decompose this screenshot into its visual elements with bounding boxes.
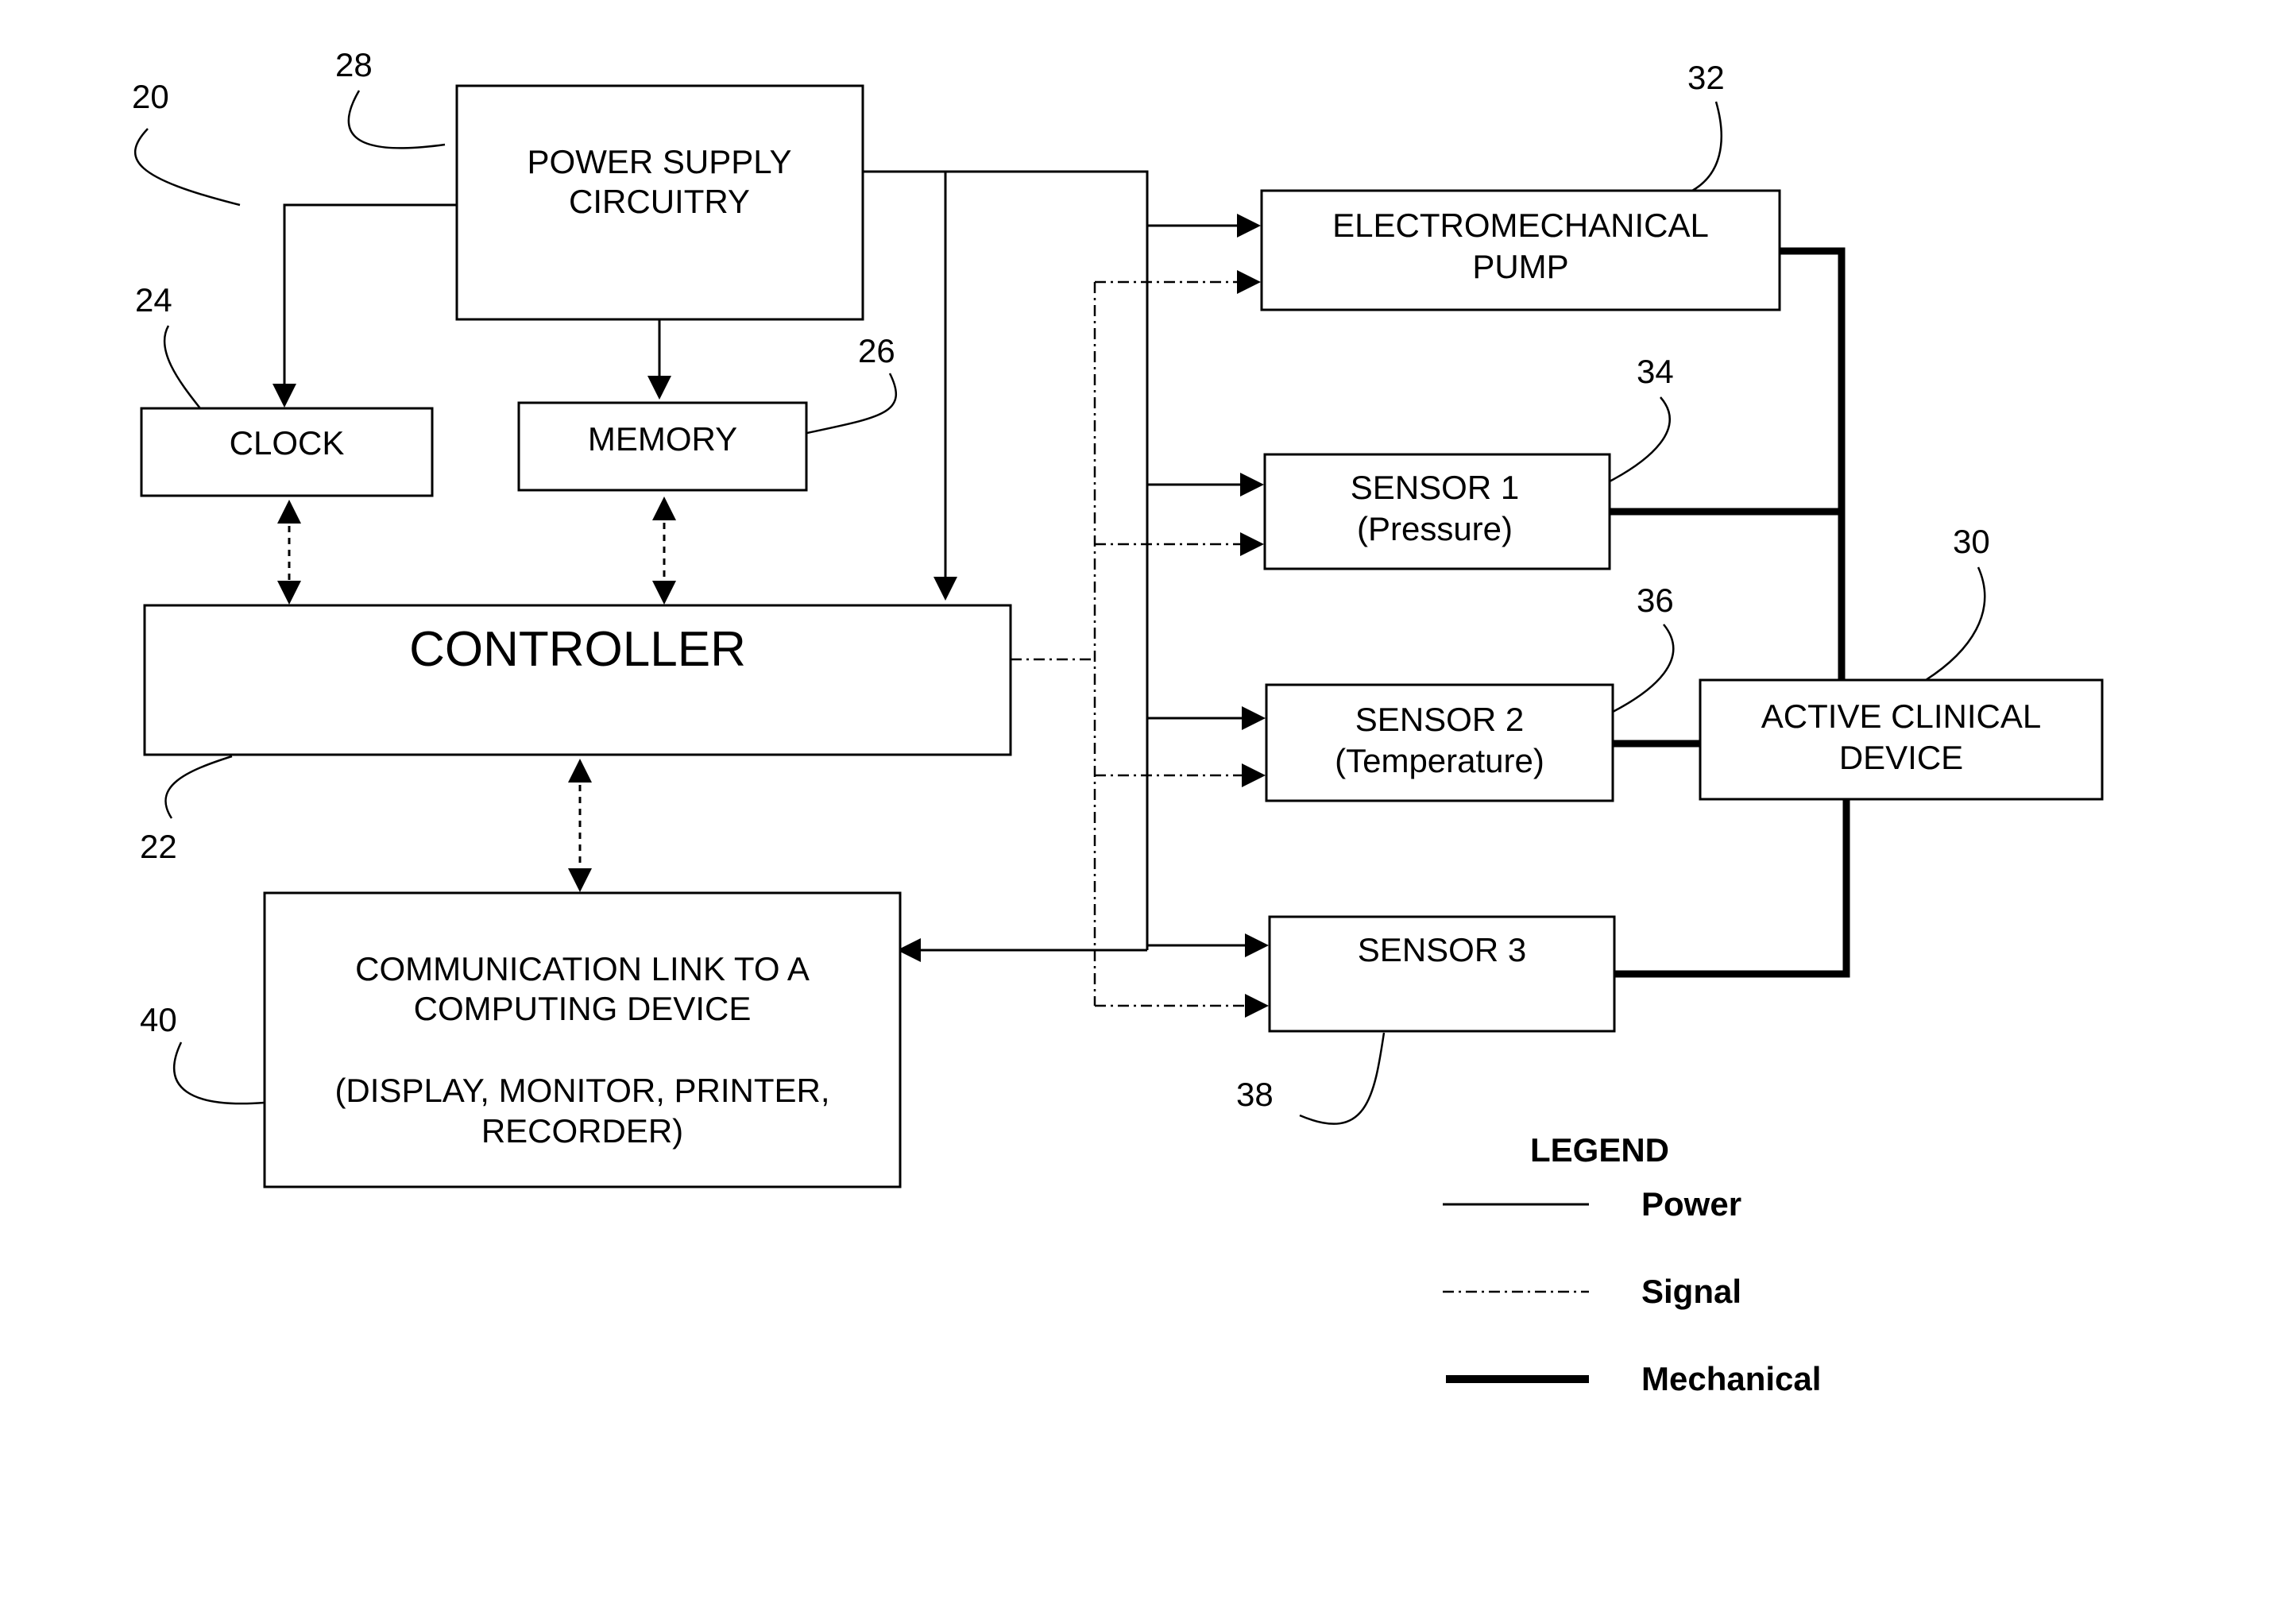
power-supply-label-2: CIRCUITRY	[569, 183, 750, 220]
legend-mechanical-label: Mechanical	[1641, 1360, 1821, 1397]
memory-label: MEMORY	[588, 420, 737, 458]
clock-block: CLOCK	[141, 408, 432, 496]
sensor2-label-2: (Temperature)	[1335, 742, 1544, 779]
ref-36: 36	[1637, 582, 1674, 619]
ref-22: 22	[140, 828, 177, 865]
ref-38: 38	[1236, 1076, 1274, 1113]
legend-title: LEGEND	[1530, 1131, 1669, 1169]
comm-link-block: COMMUNICATION LINK TO A COMPUTING DEVICE…	[265, 893, 900, 1187]
comm-link-label-4: RECORDER)	[481, 1112, 683, 1150]
ref-30: 30	[1953, 523, 1990, 560]
sensor1-block: SENSOR 1 (Pressure)	[1265, 454, 1610, 569]
legend-signal-label: Signal	[1641, 1273, 1741, 1310]
active-device-label-1: ACTIVE CLINICAL	[1761, 698, 2041, 735]
ref-34: 34	[1637, 353, 1674, 390]
memory-block: MEMORY	[519, 403, 806, 490]
legend-power-label: Power	[1641, 1185, 1741, 1223]
ref-40: 40	[140, 1001, 177, 1038]
ref-24: 24	[135, 281, 172, 319]
comm-link-label-2: COMPUTING DEVICE	[414, 990, 752, 1027]
comm-link-label-1: COMMUNICATION LINK TO A	[355, 950, 810, 987]
power-supply-block: POWER SUPPLY CIRCUITRY	[457, 86, 863, 319]
clock-label: CLOCK	[230, 424, 345, 462]
power-supply-label: POWER SUPPLY	[528, 143, 792, 180]
pump-block: ELECTROMECHANICAL PUMP	[1262, 191, 1780, 310]
signal-lines	[1011, 282, 1266, 1006]
ref-26: 26	[858, 332, 895, 369]
sensor1-label-1: SENSOR 1	[1351, 469, 1519, 506]
controller-label: CONTROLLER	[409, 622, 746, 677]
controller-block: CONTROLLER	[145, 605, 1011, 755]
sensor2-block: SENSOR 2 (Temperature)	[1266, 685, 1613, 801]
sensor2-label-1: SENSOR 2	[1355, 701, 1524, 738]
sensor3-block: SENSOR 3	[1270, 917, 1614, 1031]
pump-label-1: ELECTROMECHANICAL	[1332, 207, 1709, 244]
ref-32: 32	[1687, 59, 1725, 96]
active-device-label-2: DEVICE	[1839, 739, 1963, 776]
ref-20: 20	[132, 78, 169, 115]
pump-label-2: PUMP	[1472, 248, 1568, 285]
ref-28: 28	[335, 46, 373, 83]
comm-link-label-3: (DISPLAY, MONITOR, PRINTER,	[334, 1072, 829, 1109]
sensor1-label-2: (Pressure)	[1357, 510, 1513, 547]
active-clinical-device-block: ACTIVE CLINICAL DEVICE	[1700, 680, 2102, 799]
sensor3-label: SENSOR 3	[1358, 931, 1526, 968]
legend: LEGEND Power Signal Mechanical	[1443, 1131, 1821, 1397]
